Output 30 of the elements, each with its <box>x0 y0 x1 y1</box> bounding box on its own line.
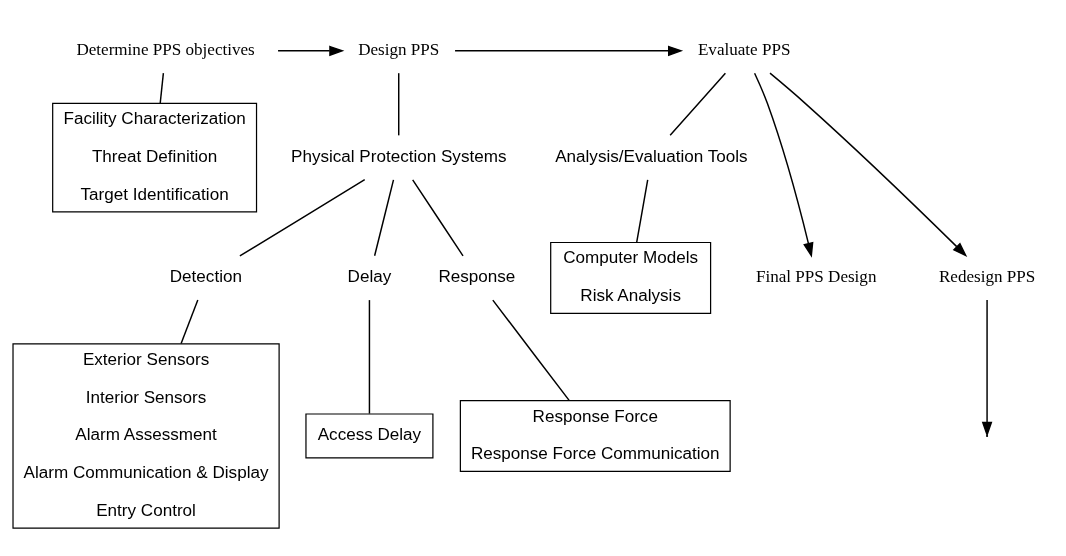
connector <box>180 298 199 344</box>
arrow <box>454 45 684 56</box>
node-text: Analysis/Evaluation Tools <box>555 146 748 166</box>
node-text: Response <box>438 266 516 286</box>
node-box: Exterior Sensors Interior Sensors Alarm Assessment Alarm Communication & Display Entry Control <box>12 342 280 529</box>
connector <box>398 71 400 136</box>
node-box: Response Force Response Force Communication <box>459 399 731 472</box>
connector <box>239 178 366 257</box>
node-text: Detection <box>169 266 242 286</box>
node-box: Computer Models Risk Analysis <box>550 241 712 314</box>
arrow <box>753 72 814 258</box>
node-text: Determine PPS objectives <box>76 39 255 59</box>
node-text: Design PPS <box>358 39 440 59</box>
node-box: Access Delay <box>305 412 434 459</box>
node-box: Facility Characterization Threat Definition Target Identification <box>52 102 258 213</box>
arrow <box>769 71 968 257</box>
node-text: Evaluate PPS <box>697 39 791 59</box>
node-text: Final PPS Design <box>755 266 877 286</box>
node-text: Redesign PPS <box>938 266 1036 286</box>
node-text: Delay <box>347 266 392 286</box>
node-text: Physical Protection Systems <box>291 146 507 166</box>
connector <box>159 71 165 104</box>
arrow <box>277 45 345 56</box>
connector <box>373 178 395 257</box>
connector <box>368 298 371 414</box>
connector <box>492 298 570 401</box>
connector <box>635 178 649 243</box>
connector <box>411 178 464 257</box>
arrow <box>981 298 993 437</box>
connector <box>669 71 727 136</box>
